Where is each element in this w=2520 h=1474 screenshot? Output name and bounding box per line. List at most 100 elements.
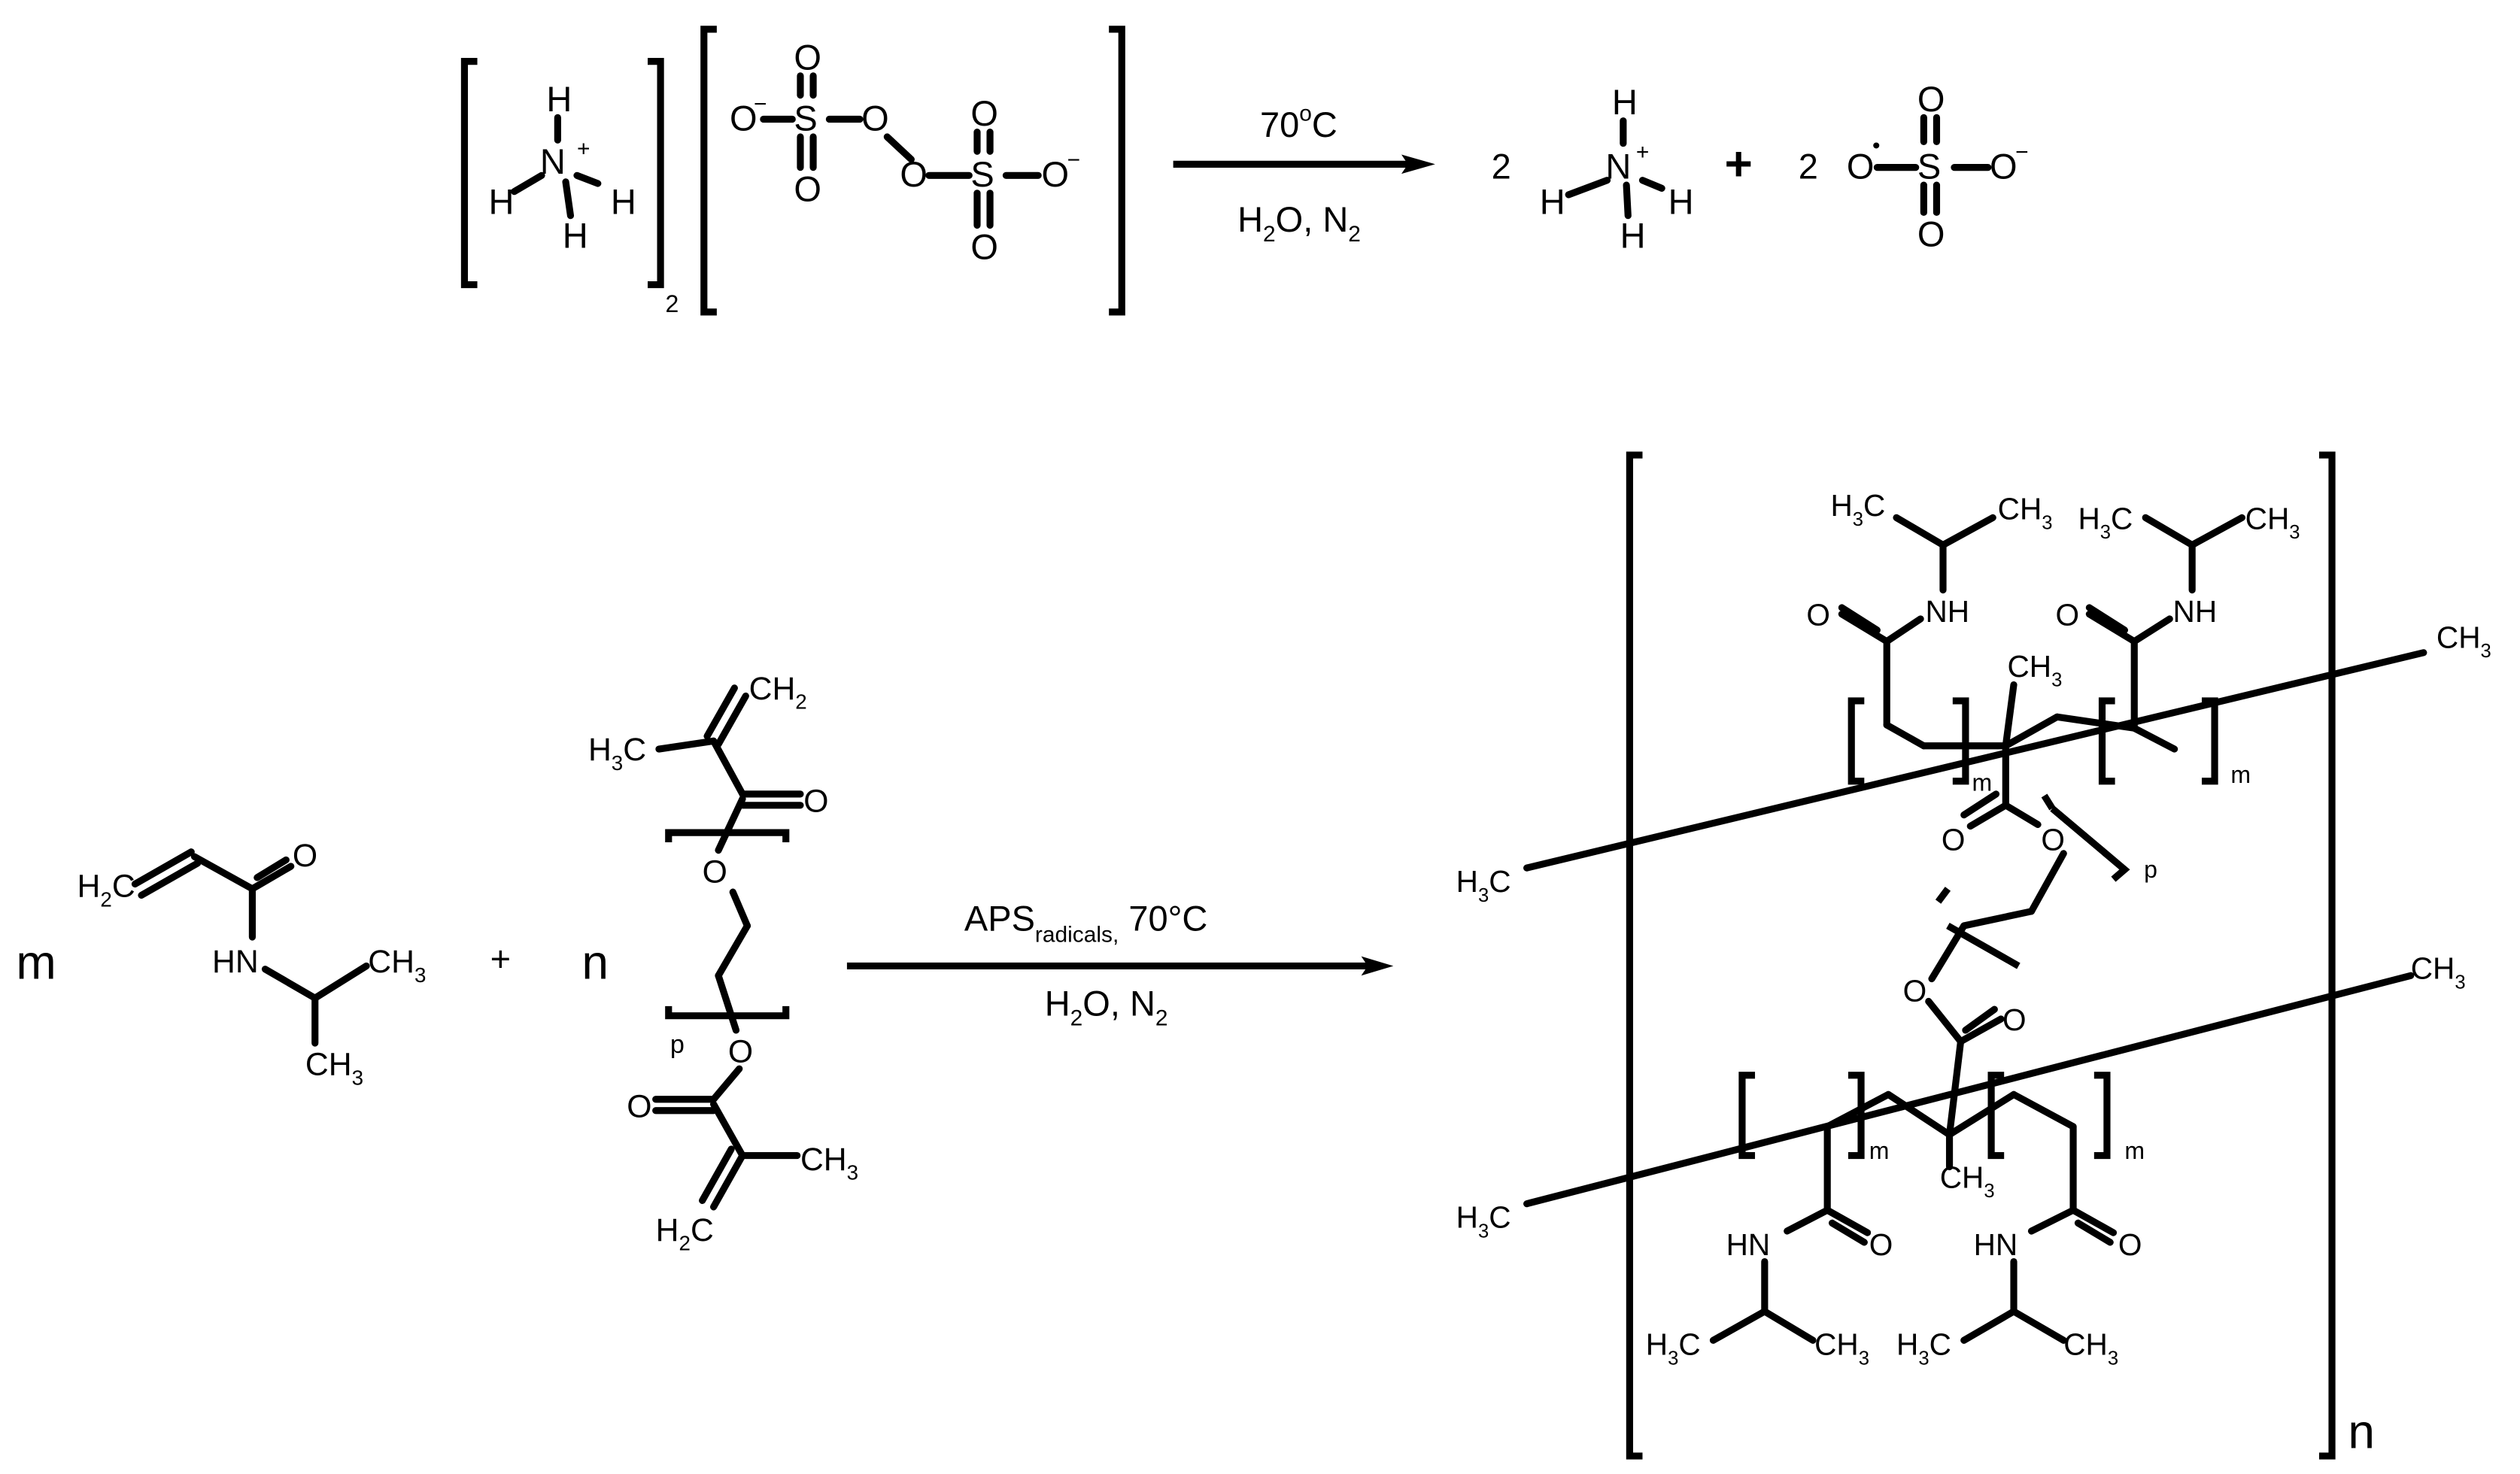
svg-text:O: O <box>2041 823 2065 857</box>
pegdma-h2c-bottom: H2C <box>656 1212 714 1255</box>
radical-o-top: O <box>1917 79 1945 119</box>
radical-minus: − <box>2015 140 2028 165</box>
svg-text:m: m <box>1972 769 1992 796</box>
persulfate-o-bridge-1: O <box>861 98 889 138</box>
svg-text:H3C: H3C <box>2078 501 2133 543</box>
svg-text:O: O <box>1942 823 1966 857</box>
svg-text:NH: NH <box>1926 594 1970 629</box>
nipam-ch3-bottom: CH3 <box>305 1047 363 1090</box>
reaction-1: 2 H N + H H H O − S O O O O <box>460 26 2029 317</box>
radical-o-bottom: O <box>1917 214 1945 253</box>
pegdma-carbonyl-o-top: O <box>803 783 828 819</box>
product-h3c-bottom: H3C <box>1456 1200 1511 1242</box>
svg-text:H3C: H3C <box>1646 1327 1701 1369</box>
product-repeat-n: n <box>2348 1404 2375 1458</box>
nipam-hn: HN <box>212 944 259 980</box>
svg-text:CH3: CH3 <box>1814 1327 1869 1369</box>
product-h3c-top: H3C <box>1456 864 1511 906</box>
svg-text:O: O <box>1869 1227 1893 1262</box>
reaction-1-plus: + <box>1724 137 1752 191</box>
ammonium-h-bottom: H <box>563 215 588 255</box>
svg-text:O: O <box>2056 598 2080 632</box>
reaction-2-arrow: APSradicals, 70°C H2O, N2 <box>846 898 1394 1031</box>
reaction-1-conditions: H2O, N2 <box>1237 199 1361 247</box>
nipam-coefficient: m <box>16 936 56 990</box>
persulfate-o-bridge-2: O <box>900 154 928 194</box>
reaction-2-plus: + <box>490 939 511 978</box>
svg-text:HN: HN <box>1726 1227 1771 1262</box>
pegdma-h3c-top: H3C <box>588 732 646 775</box>
persulfate-minus-left: − <box>754 92 767 117</box>
ammonium-count-subscript: 2 <box>666 290 679 317</box>
svg-text:O: O <box>2118 1227 2142 1262</box>
product-ch3-top-end: CH3 <box>2437 620 2491 662</box>
reaction-1-arrow: 70oC H2O, N2 <box>1173 102 1435 247</box>
persulfate-s-left: S <box>794 98 817 138</box>
persulfate-o-top-left: O <box>794 37 821 77</box>
persulfate-s-right: S <box>970 154 994 194</box>
svg-text:CH3: CH3 <box>2245 501 2300 543</box>
persulfate-o-bottom-left: O <box>794 168 821 208</box>
ammonium-h-left: H <box>488 182 514 222</box>
ammonium-h-top: H <box>546 79 572 119</box>
svg-text:p: p <box>2144 856 2157 883</box>
svg-text:H3C: H3C <box>1896 1327 1951 1369</box>
svg-text:HN: HN <box>1974 1227 2018 1262</box>
sulfate-radical: O • S O O O − <box>1847 79 2029 253</box>
pegdma-crosslinker: CH2 H3C O O p O O CH3 H2C <box>588 671 858 1255</box>
ammonium-ion: H N + H H H <box>488 79 636 256</box>
pegdma-carbonyl-o-bottom: O <box>627 1088 651 1124</box>
reaction-2: m H2C O HN CH3 CH3 + n CH2 H3C O <box>16 451 2491 1460</box>
pegdma-ester-o-bottom: O <box>728 1034 753 1070</box>
product-ch3-bottom-end: CH3 <box>2411 951 2466 993</box>
upper-chain: m CH3 m O NH H3C <box>1806 488 2300 796</box>
product-ammonium-charge: + <box>1636 140 1649 165</box>
persulfate-bracket-right <box>1109 26 1125 316</box>
nipam-monomer: H2C O HN CH3 CH3 <box>77 838 427 1090</box>
reaction-1-temperature: 70oC <box>1260 102 1337 144</box>
persulfate-o-bottom-right: O <box>970 226 998 266</box>
svg-text:O: O <box>1806 598 1830 632</box>
persulfate-o-top-right: O <box>970 93 998 133</box>
product-ammonium-h-right: H <box>1668 182 1694 222</box>
product-bracket-left <box>1626 451 1643 1460</box>
nipam-carbonyl-o: O <box>293 838 317 874</box>
product-radical-coefficient: 2 <box>1799 147 1818 187</box>
reaction-2-initiator: APSradicals, 70°C <box>964 898 1208 947</box>
svg-text:m: m <box>2124 1137 2145 1164</box>
svg-text:CH3: CH3 <box>2063 1327 2118 1369</box>
ammonium-bracket-right <box>648 58 664 289</box>
nipam-ch3-right: CH3 <box>368 944 426 987</box>
persulfate-o-minus-right: O <box>1041 154 1069 194</box>
svg-text:CH3: CH3 <box>1940 1160 1995 1202</box>
pegdma-ch2-top: CH2 <box>749 671 807 714</box>
svg-text:NH: NH <box>2173 594 2218 629</box>
svg-text:O: O <box>1903 973 1927 1008</box>
product-ammonium-ion: H N + H H H <box>1540 82 1694 255</box>
pegdma-coefficient: n <box>581 936 609 990</box>
radical-s: S <box>1917 147 1941 187</box>
product-ammonium-h-top: H <box>1612 82 1638 122</box>
reaction-2-conditions: H2O, N2 <box>1045 984 1168 1031</box>
svg-text:CH3: CH3 <box>1998 492 2053 534</box>
product-ammonium-h-left: H <box>1540 182 1565 222</box>
persulfate-o-minus-left: O <box>730 98 758 138</box>
ammonium-charge: + <box>577 137 590 162</box>
pegdma-ch3-bottom: CH3 <box>800 1142 858 1184</box>
radical-dot: • <box>1872 133 1880 158</box>
product-bracket-right <box>2318 451 2336 1460</box>
ammonium-h-right: H <box>611 182 636 222</box>
radical-o-left: O <box>1847 147 1875 187</box>
radical-o-minus: O <box>1990 147 2018 187</box>
pegdma-repeat-p: p <box>670 1030 685 1059</box>
crosslinked-polymer-product: n H3C H3C CH3 CH3 m CH3 m <box>1456 451 2491 1460</box>
peg-crosslink-bridge: O O p O O <box>1903 742 2157 1139</box>
persulfate-ion: O − S O O O O S O O O − <box>730 37 1080 266</box>
svg-text:CH3: CH3 <box>2007 649 2062 691</box>
ammonium-bracket-left <box>460 58 478 289</box>
persulfate-minus-right: − <box>1067 148 1080 173</box>
svg-text:H3C: H3C <box>1830 488 1885 530</box>
pegdma-ester-o-top: O <box>703 854 727 890</box>
product-ammonium-h-bottom: H <box>1620 215 1646 255</box>
